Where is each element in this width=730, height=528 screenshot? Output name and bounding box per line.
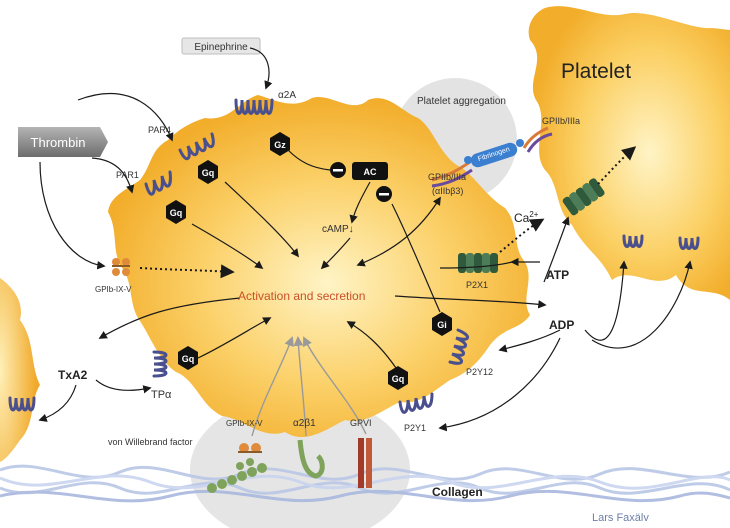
inhibit-bar — [333, 169, 343, 172]
signal-arrows — [38, 47, 693, 432]
p2y12-receptor — [448, 328, 469, 365]
gprotein-gq-par4 — [198, 160, 218, 184]
gq-p2y1-label: Gq — [392, 374, 405, 384]
right-receptor-1 — [622, 234, 644, 248]
gq-par4-label: Gq — [202, 168, 215, 178]
gq-par1-label: Gq — [170, 208, 183, 218]
dotted-arrows — [139, 146, 637, 279]
right-platelet — [528, 6, 730, 300]
p2y12-label: P2Y12 — [466, 367, 493, 377]
par4-receptor — [178, 132, 215, 161]
thrombin-label: Thrombin — [31, 135, 86, 150]
gprotein-gq-tp — [178, 346, 198, 370]
tp-alpha-label: TPα — [151, 389, 172, 401]
thrombin-tag — [18, 127, 108, 157]
gpib-bottom-label: GPIb-IX-V — [226, 419, 263, 428]
p2x1-channel — [458, 253, 498, 273]
fibrinogen-node — [464, 156, 472, 164]
gpiib-iiia-right-receptor — [522, 126, 553, 153]
gi-label: Gi — [437, 320, 447, 330]
vwf-molecule — [207, 458, 267, 493]
par1-receptor — [144, 170, 172, 196]
calcium-label: Ca2+ — [514, 210, 539, 225]
gprotein-gq-par1 — [166, 200, 186, 224]
calcium-charge: 2+ — [529, 210, 538, 219]
p2y1-label: P2Y1 — [404, 423, 426, 433]
alpha2a-receptor — [234, 98, 274, 115]
receptors — [8, 98, 700, 414]
gpib-left-label: GPIb-IX-V — [95, 285, 132, 294]
calcium-text: Ca — [514, 211, 530, 225]
right-receptor-2 — [678, 236, 700, 250]
par1-label: PAR1 — [116, 170, 139, 180]
gpvi-label: GPVI — [350, 418, 372, 428]
a2b1-receptor — [297, 439, 325, 479]
gprotein-gz — [270, 132, 290, 156]
gprotein-gi — [432, 312, 452, 336]
right-p2x1-channel — [562, 178, 605, 216]
vwf-label: von Willebrand factor — [108, 437, 193, 447]
tp-receptor — [152, 350, 168, 378]
gpiib-iiia-center-receptor — [431, 160, 473, 188]
gpvi-receptor — [358, 438, 372, 488]
activation-secretion-label: Activation and secretion — [238, 289, 365, 303]
left-platelet — [0, 278, 40, 462]
gpib-bottom-receptor — [238, 443, 262, 453]
alpha2a-label: α2A — [278, 90, 296, 101]
epinephrine-box — [181, 37, 261, 55]
inhibit-bar — [379, 193, 389, 196]
left-platelet-receptor — [8, 396, 36, 412]
gpiib-iiia-center-label: GPIIb/IIIa — [428, 172, 466, 182]
p2y1-receptor — [398, 392, 434, 414]
gpiib-iiia-right-label: GPIIb/IIIa — [542, 116, 580, 126]
collagen-signal-arrows — [251, 336, 367, 437]
gq-tp-label: Gq — [182, 354, 195, 364]
p2x1-label: P2X1 — [466, 280, 488, 290]
a2b1-label: α2β1 — [293, 418, 316, 429]
adp-label: ADP — [549, 318, 574, 332]
par4-label: PAR4 — [148, 125, 171, 135]
ac-label: AC — [364, 167, 377, 177]
platelet-aggregation-label: Platelet aggregation — [417, 96, 506, 107]
epinephrine-label: Epinephrine — [194, 42, 248, 53]
collagen-label: Collagen — [432, 485, 483, 499]
platelet-title: Platelet — [561, 60, 631, 83]
ac-enzyme — [352, 162, 388, 180]
credit-label: Lars Faxälv — [592, 512, 649, 524]
txa2-label: TxA2 — [58, 368, 88, 382]
fibrinogen-molecule — [470, 142, 518, 168]
gpiib-iiia-center-sublabel: (αIIbβ3) — [432, 186, 463, 196]
gprotein-gq-p2y1 — [388, 366, 408, 390]
gz-label: Gz — [274, 140, 286, 150]
gpib-left-receptor — [112, 258, 130, 276]
camp-label: cAMP↓ — [322, 224, 354, 235]
atp-label: ATP — [546, 268, 569, 282]
fibrinogen-node — [516, 139, 524, 147]
